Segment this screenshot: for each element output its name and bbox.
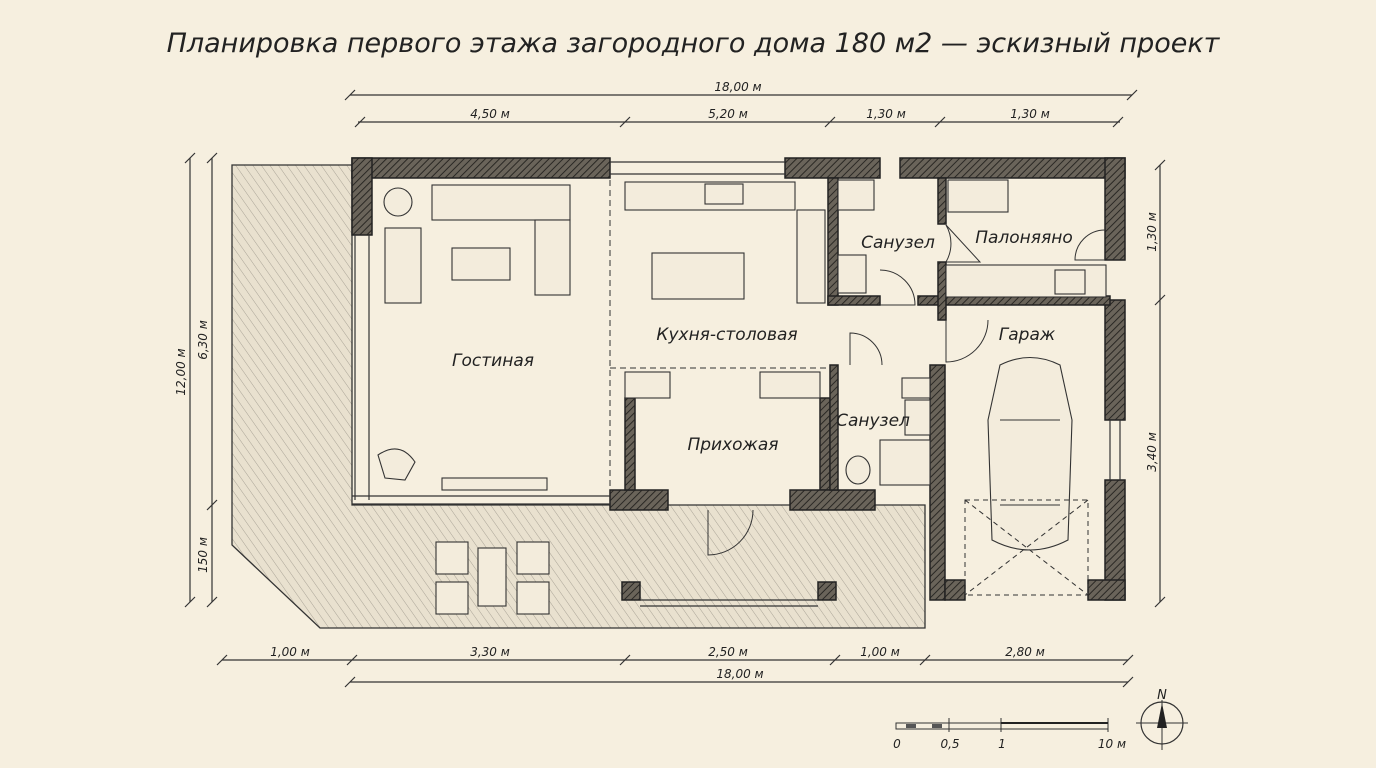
room-labels: Гостиная Кухня-столовая Прихожая Санузел… — [452, 228, 1073, 455]
dim-bottom-3: 2,50 м — [708, 645, 748, 659]
room-label-laundry: Палоняяно — [975, 228, 1073, 248]
windows — [352, 161, 1121, 607]
room-label-hall: Прихожая — [687, 435, 778, 455]
scale-label-1: 1 — [998, 737, 1006, 751]
room-label-living: Гостиная — [452, 351, 534, 371]
dim-bottom-total: 18,00 м — [716, 667, 763, 681]
dim-left-total: 12,00 м — [174, 348, 188, 395]
dimension-labels: 18,00 м 4,50 м 5,20 м 1,30 м 1,30 м 1,00… — [174, 80, 1159, 681]
furniture — [377, 179, 1107, 615]
dim-left-1: 6,30 м — [196, 320, 210, 360]
scale-bar: 0 0,5 1 10 м — [893, 718, 1126, 751]
dim-top-3: 1,30 м — [866, 107, 906, 121]
dim-top-1: 4,50 м — [470, 107, 510, 121]
dim-top-total: 18,00 м — [714, 80, 761, 94]
dim-left-2: 150 м — [196, 537, 210, 573]
walls — [351, 157, 1126, 601]
dim-bottom-1: 1,00 м — [270, 645, 310, 659]
plan-title: Планировка первого этажа загородного дом… — [167, 28, 1221, 59]
room-label-kitchen: Кухня-столовая — [656, 325, 797, 345]
dim-bottom-4: 1,00 м — [860, 645, 900, 659]
north-arrow-icon: N — [1136, 688, 1188, 750]
room-label-bath2: Санузел — [836, 411, 910, 431]
scale-label-0: 0 — [893, 737, 901, 751]
room-label-garage: Гараж — [999, 325, 1056, 345]
north-label: N — [1157, 688, 1167, 703]
room-label-bath1: Санузел — [861, 233, 935, 253]
dim-bottom-5: 2,80 м — [1005, 645, 1045, 659]
dim-top-2: 5,20 м — [708, 107, 748, 121]
scale-label-10: 10 м — [1098, 737, 1126, 751]
dimension-lines — [184, 89, 1166, 688]
dim-bottom-2: 3,30 м — [470, 645, 510, 659]
doors — [707, 224, 1106, 556]
dim-right-1: 1,30 м — [1145, 212, 1159, 252]
scale-label-05: 0,5 — [940, 737, 959, 751]
dim-right-2: 3,40 м — [1145, 432, 1159, 472]
dim-top-4: 1,30 м — [1010, 107, 1050, 121]
